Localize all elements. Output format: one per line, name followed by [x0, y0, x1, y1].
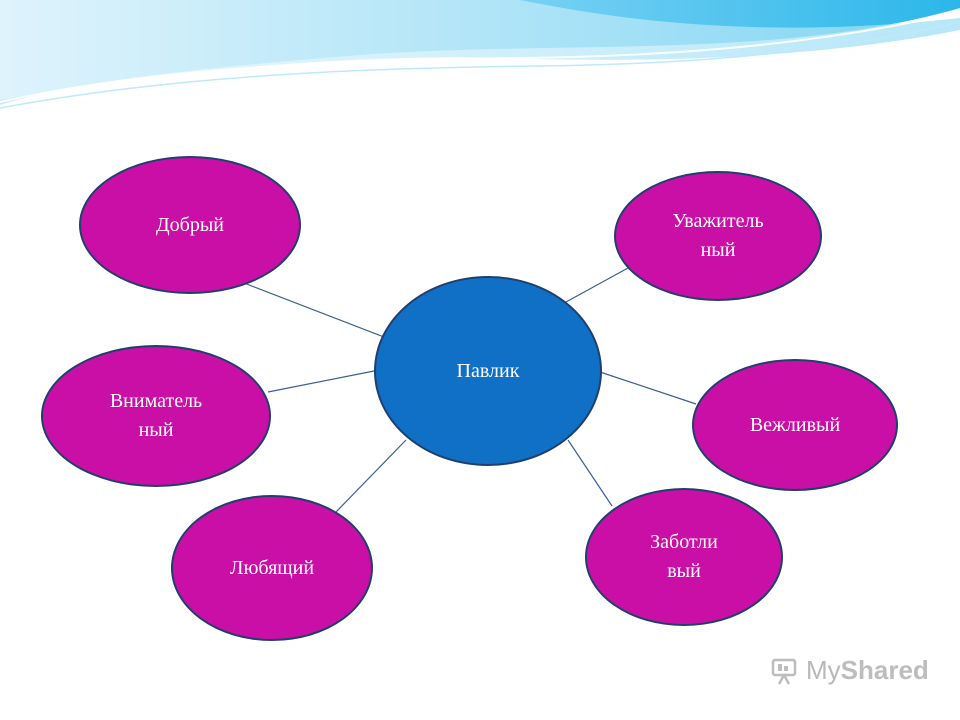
wave-banner	[0, 0, 960, 109]
edge-caring	[567, 439, 613, 507]
edge-loving	[335, 439, 407, 513]
node-label: Уважитель ный	[672, 210, 764, 261]
watermark-text-shared: Shared	[840, 655, 929, 685]
node-label: Любящий	[229, 556, 315, 579]
node-label: Вежливый	[749, 413, 841, 436]
node-caring: Заботли вый	[585, 488, 783, 626]
watermark-text-my: My	[806, 655, 841, 685]
edge-respectful	[565, 267, 629, 303]
watermark-logo: MyShared	[770, 655, 929, 686]
node-label: Заботли вый	[650, 531, 718, 582]
edge-polite	[599, 371, 697, 405]
edge-attentive	[267, 370, 375, 393]
node-label: Вниматель ный	[109, 390, 203, 441]
node-loving: Любящий	[171, 495, 373, 641]
center-label: Павлик	[456, 359, 520, 382]
node-label: Добрый	[156, 213, 224, 236]
presentation-icon	[771, 658, 797, 685]
node-polite: Вежливый	[692, 359, 898, 491]
node-kind: Добрый	[79, 156, 301, 294]
edge-kind	[243, 282, 385, 338]
node-respectful: Уважитель ный	[614, 171, 822, 301]
node-attentive: Вниматель ный	[41, 345, 271, 487]
center-node: Павлик	[374, 276, 602, 466]
